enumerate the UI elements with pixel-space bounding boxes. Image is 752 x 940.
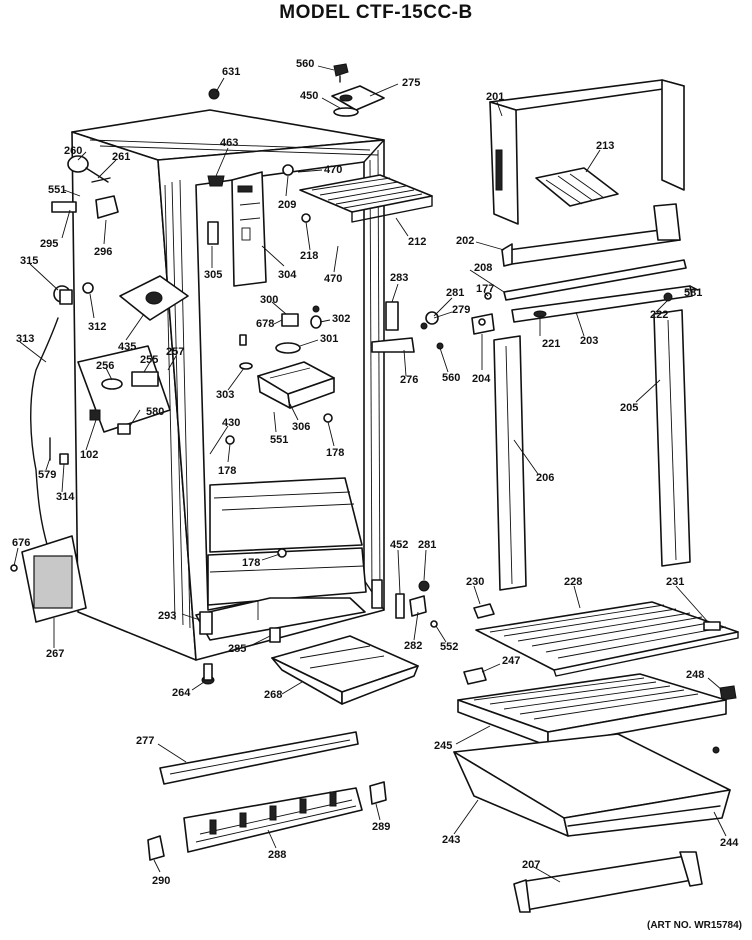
part-label: 290 (152, 875, 170, 887)
part-label: 243 (442, 834, 460, 846)
door-liner-parts (208, 63, 699, 591)
part-label: 212 (408, 236, 426, 248)
part-label: 315 (20, 255, 38, 267)
part-label: 256 (96, 360, 114, 372)
part-label: 435 (118, 341, 136, 353)
part-label: 281 (418, 539, 436, 551)
part-label: 208 (474, 262, 492, 274)
part-label: 244 (720, 837, 739, 849)
part-label: 261 (112, 151, 130, 163)
part-label: 301 (320, 333, 338, 345)
part-label: 678 (256, 318, 274, 330)
part-label: 581 (684, 287, 702, 299)
part-label: 231 (666, 576, 684, 588)
part-label: 676 (12, 537, 30, 549)
part-label: 222 (650, 309, 668, 321)
part-label: 230 (466, 576, 484, 588)
part-label: 264 (172, 687, 191, 699)
part-label: 303 (216, 389, 234, 401)
part-number-labels: 631 560 275 450 201 260 261 463 470 213 … (12, 58, 739, 887)
part-label: 463 (220, 137, 238, 149)
part-label: 206 (536, 472, 554, 484)
part-label: 430 (222, 417, 240, 429)
part-label: 580 (146, 406, 164, 418)
part-label: 452 (390, 539, 408, 551)
part-label: 204 (472, 373, 491, 385)
part-label: 579 (38, 469, 56, 481)
part-label: 289 (372, 821, 390, 833)
part-label: 255 (140, 354, 158, 366)
part-label: 470 (324, 273, 342, 285)
part-label: 218 (300, 250, 318, 262)
part-label: 178 (242, 557, 260, 569)
part-label: 205 (620, 402, 638, 414)
part-label: 560 (296, 58, 314, 70)
part-label: 178 (218, 465, 236, 477)
part-label: 551 (270, 434, 288, 446)
part-label: 314 (56, 491, 75, 503)
part-label: 257 (166, 346, 184, 358)
part-label: 293 (158, 610, 176, 622)
part-label: 282 (404, 640, 422, 652)
part-label: 248 (686, 669, 704, 681)
part-label: 213 (596, 140, 614, 152)
page-title: MODEL CTF-15CC-B (279, 2, 473, 23)
part-label: 228 (564, 576, 582, 588)
part-label: 209 (278, 199, 296, 211)
part-label: 276 (400, 374, 418, 386)
part-label: 177 (476, 283, 494, 295)
cabinet-illustration (71, 109, 433, 661)
part-label: 275 (402, 77, 420, 89)
part-label: 470 (324, 164, 342, 176)
part-label: 203 (580, 335, 598, 347)
part-label: 247 (502, 655, 520, 667)
part-label: 305 (204, 269, 222, 281)
part-label: 295 (40, 238, 58, 250)
part-label: 560 (442, 372, 460, 384)
part-label: 245 (434, 740, 452, 752)
part-label: 277 (136, 735, 154, 747)
part-label: 631 (222, 66, 240, 78)
part-label: 450 (300, 90, 318, 102)
part-label: 300 (260, 294, 278, 306)
part-label: 260 (64, 145, 82, 157)
leader-lines (13, 65, 727, 883)
fresh-food-parts (147, 580, 739, 913)
part-label: 313 (16, 333, 34, 345)
part-label: 306 (292, 421, 310, 433)
part-label: 202 (456, 235, 474, 247)
part-label: 221 (542, 338, 560, 350)
art-number: (ART NO. WR15784) (646, 920, 742, 931)
part-label: 279 (452, 304, 470, 316)
part-label: 207 (522, 859, 540, 871)
part-label: 178 (326, 447, 344, 459)
part-label: 552 (440, 641, 458, 653)
part-label: 283 (390, 272, 408, 284)
part-label: 267 (46, 648, 64, 660)
part-label: 296 (94, 246, 112, 258)
part-label: 285 (228, 643, 246, 655)
part-label: 288 (268, 849, 286, 861)
part-label: 281 (446, 287, 464, 299)
part-label: 302 (332, 313, 350, 325)
part-label: 304 (278, 269, 297, 281)
part-label: 268 (264, 689, 282, 701)
part-label: 312 (88, 321, 106, 333)
part-label: 102 (80, 449, 98, 461)
part-label: 551 (48, 184, 66, 196)
part-label: 201 (486, 91, 504, 103)
